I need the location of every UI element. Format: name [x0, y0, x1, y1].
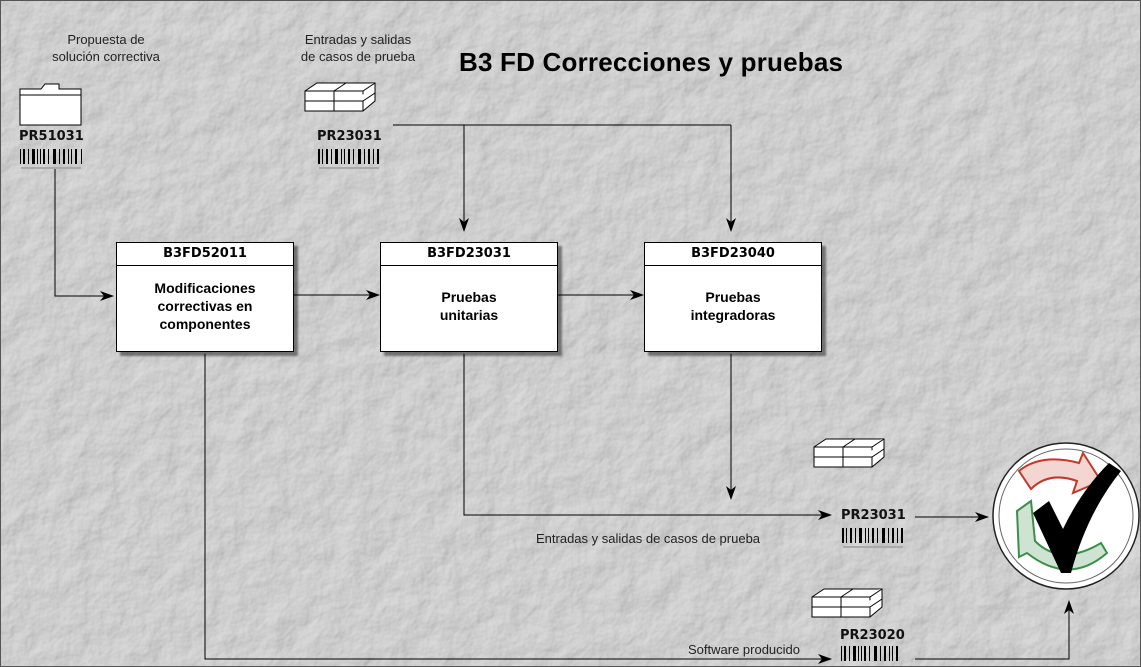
arrow-unit-to-testcases-output: [463, 354, 832, 520]
arrow-proposal-to-modifications: [54, 169, 114, 301]
process-name: Pruebas integradoras: [690, 289, 776, 323]
arrow-software-to-end: [915, 600, 1074, 660]
process-box-modifications[interactable]: B3FD52011 Modificaciones correctivas en …: [116, 242, 294, 352]
checkmark-icon: [992, 442, 1140, 590]
proposal-code: PR51031: [19, 129, 84, 144]
testcases-output-label: Entradas y salidas de casos de prueba: [536, 531, 761, 546]
testcases-input-label: Entradas y salidas de casos de prueba: [300, 32, 416, 64]
barcode-icon: [20, 149, 82, 169]
process-box-integration-tests[interactable]: B3FD23040 Pruebas integradoras: [644, 242, 822, 352]
process-id: B3FD52011: [117, 243, 293, 266]
process-name: Modificaciones correctivas en componente…: [154, 280, 256, 332]
process-box-unit-tests[interactable]: B3FD23031 Pruebas unitarias: [380, 242, 558, 352]
testcases-input-code: PR23031: [317, 129, 382, 144]
barcode-icon: [318, 149, 379, 169]
data-stack-icon: [811, 588, 883, 618]
process-id: B3FD23031: [381, 243, 557, 266]
folder-icon: [19, 83, 82, 126]
software-output-label: Software producido: [688, 642, 801, 657]
testcases-output-code: PR23031: [841, 508, 906, 523]
software-output-code: PR23020: [840, 628, 905, 643]
proposal-label: Propuesta de solución correctiva: [52, 32, 160, 64]
barcode-icon: [841, 646, 898, 661]
page-title: B3 FD Correcciones y pruebas: [459, 47, 844, 77]
process-name: Pruebas unitarias: [439, 289, 499, 323]
barcode-icon: [842, 528, 903, 548]
data-stack-icon: [813, 438, 885, 468]
data-stack-icon: [304, 82, 376, 112]
arrow-modifications-to-software: [204, 354, 832, 664]
process-id: B3FD23040: [645, 243, 821, 266]
